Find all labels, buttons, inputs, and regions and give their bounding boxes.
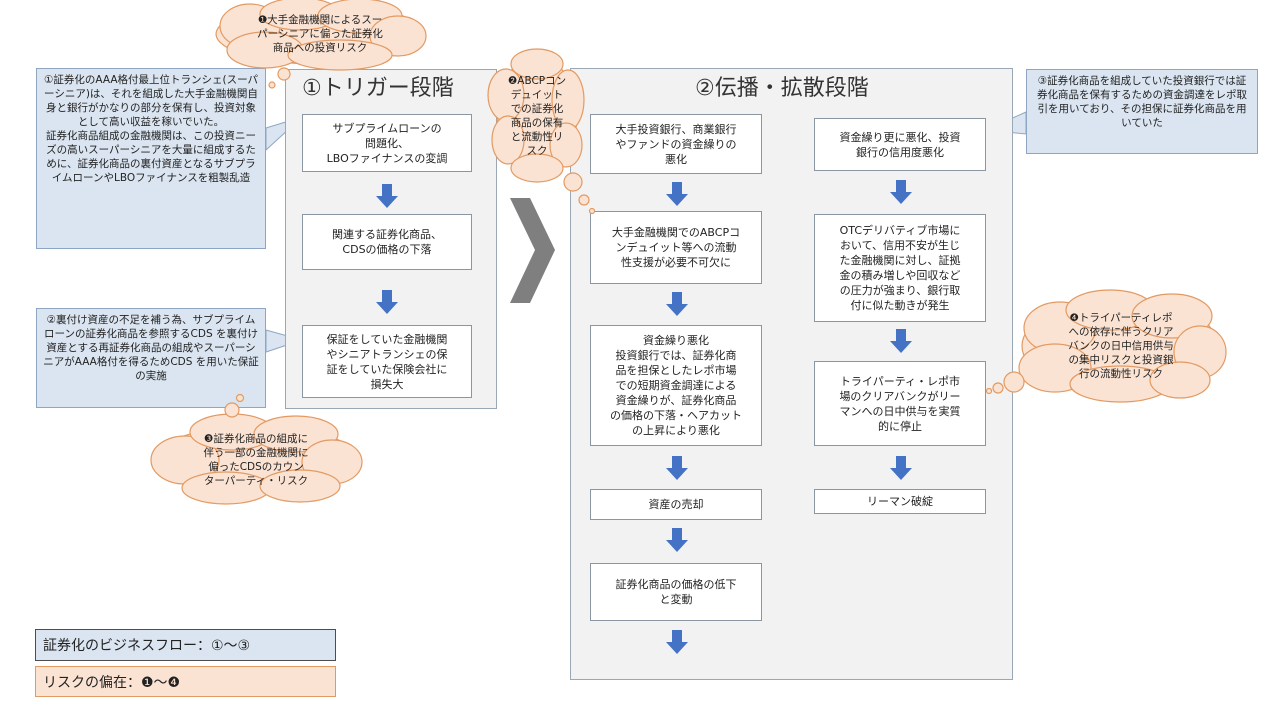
stage2-left-box-funding: 大手投資銀行、商業銀行 やファンドの資金繰りの 悪化 (590, 114, 762, 174)
down-arrow-icon (666, 182, 688, 206)
note-cds-resecuritization: ②裏付け資産の不足を補う為、サブプライムローンの証券化商品を参照するCDS を裏… (36, 308, 266, 408)
note-super-senior: ①証券化のAAA格付最上位トランシェ(スーパーシニア)は、それを組成した大手金融… (36, 68, 266, 249)
risk-cloud-1 (215, 0, 427, 89)
note2-pointer (265, 329, 304, 353)
risk-cloud-2 (487, 48, 596, 215)
down-arrow-icon (666, 630, 688, 654)
down-arrow-icon (890, 329, 912, 353)
stage1-box-price-drop: 関連する証券化商品、 CDSの価格の下落 (302, 214, 472, 270)
stage2-left-box-repo: 資金繰り悪化 投資銀行では、証券化商 品を担保としたレポ市場 での短期資金調達に… (590, 325, 762, 446)
stage1-box-subprime: サブプライムローンの 問題化、 LBOファイナンスの変調 (302, 114, 472, 172)
stage2-right-box-lehman: リーマン破綻 (814, 489, 986, 514)
legend-business-flow: 証券化のビジネスフロー：①～③ (35, 629, 336, 661)
stage2-title: ②伝播・拡散段階 (695, 76, 869, 101)
risk-cloud-3 (150, 393, 363, 505)
down-arrow-icon (376, 184, 398, 208)
stage2-left-box-asset-sale: 資産の売却 (590, 489, 762, 520)
stage2-left-box-price-fall: 証券化商品の価格の低下 と変動 (590, 563, 762, 621)
down-arrow-icon (376, 290, 398, 314)
risk-cloud-1-text: ❶大手金融機関によるスー パーシニアに偏った証券化 商品への投資リスク (257, 14, 383, 54)
risk-cloud-3-text: ❸証券化商品の組成に 伴う一部の金融機関に 偏ったCDSのカウン ターパーティ・… (203, 433, 309, 487)
stage1-title: ①トリガー段階 (302, 76, 454, 101)
stage1-box-losses: 保証をしていた金融機関 やシニアトランシェの保 証をしていた保険会社に 損失大 (302, 325, 472, 398)
stage2-right-box-credit: 資金繰り更に悪化、投資 銀行の信用度悪化 (814, 118, 986, 171)
risk-cloud-4 (985, 289, 1227, 403)
risk-cloud-2-text: ❷ABCPコン デュイット での証券化 商品の保有 と流動性リ スク (507, 75, 567, 157)
note-repo-funding: ③証券化商品を組成していた投資銀行では証券化商品を保有するための資金調達をレポ取… (1026, 69, 1258, 154)
legend-risk: リスクの偏在：❶～❹ (35, 666, 336, 697)
down-arrow-icon (666, 528, 688, 552)
stage2-left-box-abcp: 大手金融機関でのABCPコ ンデュイット等への流動 性支援が必要不可欠に (590, 211, 762, 284)
down-arrow-icon (890, 456, 912, 480)
down-arrow-icon (666, 292, 688, 316)
risk-cloud-4-text: ❹トライパーティレポ への依存に伴うクリア バンクの日中信用供与 の集中リスクと… (1068, 312, 1174, 380)
chevron-right-icon (510, 198, 555, 303)
down-arrow-icon (666, 456, 688, 480)
stage2-right-box-triparty: トライパーティ・レポ市 場のクリアバンクがリー マンへの日中供与を実質 的に停止 (814, 361, 986, 446)
stage2-right-box-otc: OTCデリバティブ市場に おいて、信用不安が生じ た金融機関に対し、証拠 金の積… (814, 214, 986, 322)
down-arrow-icon (890, 180, 912, 204)
